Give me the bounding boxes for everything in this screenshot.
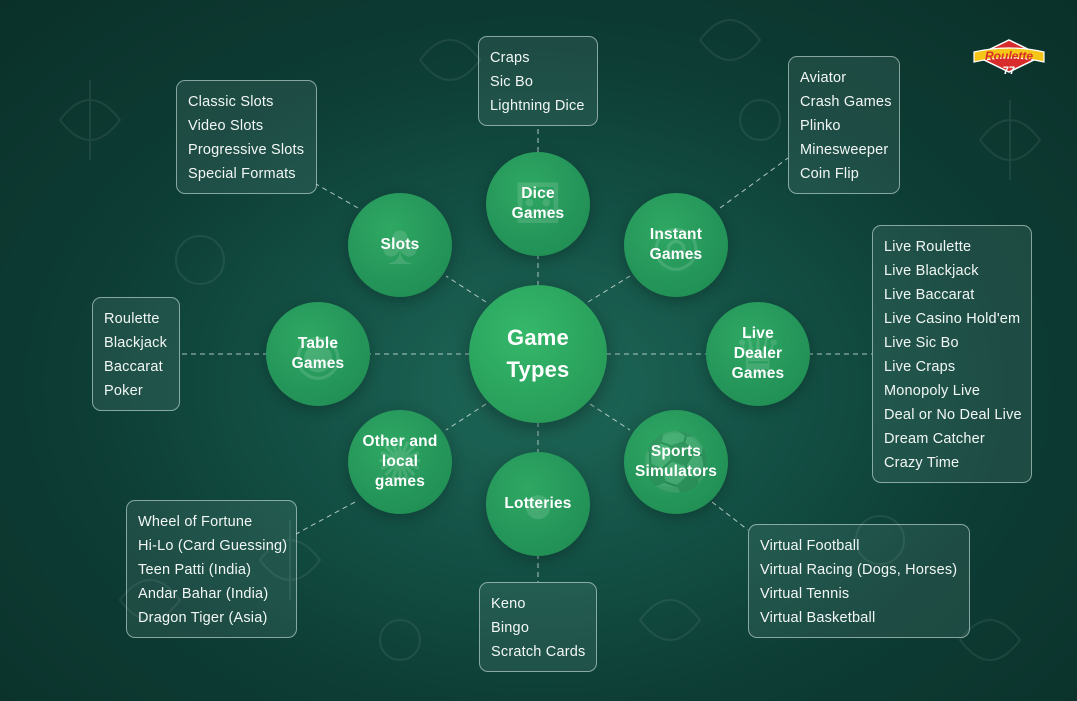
list-item: Roulette xyxy=(104,311,160,327)
category-node-table[interactable]: ◉ Table Games xyxy=(266,302,370,406)
connector-other xyxy=(445,403,487,431)
list-item: Coin Flip xyxy=(800,166,860,182)
list-item: Wheel of Fortune xyxy=(138,514,253,530)
list-item: Live Casino Hold'em xyxy=(884,311,1021,327)
center-node-label: Game Types xyxy=(506,325,570,382)
list-item: Live Sic Bo xyxy=(884,335,959,351)
connector-sports xyxy=(589,403,631,431)
category-label-instant: Instant Games xyxy=(649,226,703,263)
list-item: Live Baccarat xyxy=(884,287,975,303)
list-item: Poker xyxy=(104,383,143,399)
list-item: Progressive Slots xyxy=(188,142,305,158)
items-box-dice: Craps Sic Bo Lightning Dice xyxy=(478,36,598,126)
list-item: Teen Patti (India) xyxy=(138,562,252,578)
category-label-live: Live Dealer Games xyxy=(731,325,785,382)
list-item: Scratch Cards xyxy=(491,644,586,660)
center-node-game-types: Game Types xyxy=(469,285,607,423)
list-item: Video Slots xyxy=(188,118,264,134)
list-item: Virtual Football xyxy=(760,538,860,554)
connector-sports-box xyxy=(711,501,749,531)
category-node-lotteries[interactable]: ● Lotteries xyxy=(486,452,590,556)
list-item: Baccarat xyxy=(104,359,163,375)
list-item: Craps xyxy=(490,50,530,66)
list-item: Aviator xyxy=(800,70,847,86)
logo-text-top: Roulette xyxy=(985,49,1033,63)
connector-slots xyxy=(445,275,487,303)
list-item: Hi-Lo (Card Guessing) xyxy=(138,538,288,554)
category-label-lotteries: Lotteries xyxy=(504,495,572,512)
items-box-other: Wheel of Fortune Hi-Lo (Card Guessing) T… xyxy=(126,500,297,638)
category-label-table: Table Games xyxy=(291,335,345,372)
list-item: Sic Bo xyxy=(490,74,534,90)
list-item: Andar Bahar (India) xyxy=(138,586,269,602)
items-box-slots: Classic Slots Video Slots Progressive Sl… xyxy=(176,80,317,194)
category-label-slots: Slots xyxy=(380,236,420,253)
list-item: Virtual Basketball xyxy=(760,610,876,626)
list-item: Blackjack xyxy=(104,335,168,351)
logo-text-bottom: 77 xyxy=(1003,65,1015,77)
items-box-table: Roulette Blackjack Baccarat Poker xyxy=(92,297,180,411)
list-item: Crazy Time xyxy=(884,455,960,471)
connector-instant-box xyxy=(719,157,789,209)
items-box-live: Live Roulette Live Blackjack Live Baccar… xyxy=(872,225,1032,483)
category-label-other: Other and local games xyxy=(362,433,438,490)
list-item: Special Formats xyxy=(188,166,296,182)
list-item: Live Blackjack xyxy=(884,263,979,279)
category-node-other[interactable]: ✺ Other and local games xyxy=(348,410,452,514)
category-node-sports[interactable]: ⚽ Sports Simulators xyxy=(624,410,728,514)
items-box-sports: Virtual Football Virtual Racing (Dogs, H… xyxy=(748,524,970,638)
category-label-sports: Sports Simulators xyxy=(634,443,718,480)
list-item: Dream Catcher xyxy=(884,431,985,447)
list-item: Crash Games xyxy=(800,94,892,110)
connector-slots-box xyxy=(315,183,359,209)
list-item: Virtual Racing (Dogs, Horses) xyxy=(760,562,958,578)
list-item: Deal or No Deal Live xyxy=(884,407,1022,423)
list-item: Classic Slots xyxy=(188,94,274,110)
list-item: Dragon Tiger (Asia) xyxy=(138,610,268,626)
list-item: Live Roulette xyxy=(884,239,972,255)
list-item: Keno xyxy=(491,596,526,612)
category-node-dice[interactable]: ⚅ Dice Games xyxy=(486,152,590,256)
roulette77-logo: Roulette 77 xyxy=(973,39,1045,77)
category-node-slots[interactable]: ♣ Slots xyxy=(348,193,452,297)
list-item: Monopoly Live xyxy=(884,383,981,399)
list-item: Virtual Tennis xyxy=(760,586,850,602)
category-label-dice: Dice Games xyxy=(511,185,565,222)
list-item: Bingo xyxy=(491,620,530,636)
items-box-instant: Aviator Crash Games Plinko Minesweeper C… xyxy=(788,56,900,194)
list-item: Minesweeper xyxy=(800,142,889,158)
items-box-lotteries: Keno Bingo Scratch Cards xyxy=(479,582,597,672)
category-node-instant[interactable]: ◎ Instant Games xyxy=(624,193,728,297)
list-item: Lightning Dice xyxy=(490,98,585,114)
category-node-live[interactable]: ♛ Live Dealer Games xyxy=(706,302,810,406)
list-item: Live Craps xyxy=(884,359,956,375)
connector-instant xyxy=(587,275,631,303)
list-item: Plinko xyxy=(800,118,841,134)
connector-other-box xyxy=(295,501,356,535)
